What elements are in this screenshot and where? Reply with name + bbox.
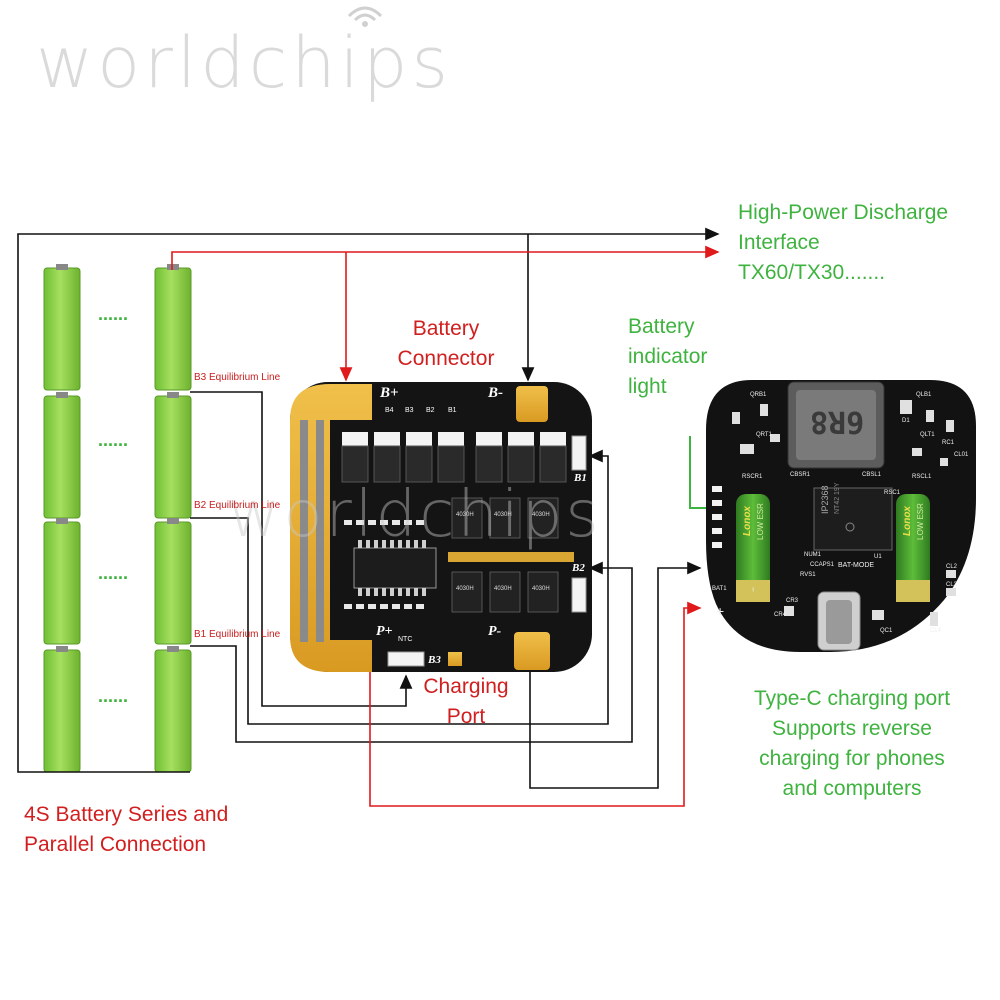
capacitor-spec: LOW ESR: [756, 503, 765, 540]
silk-rc1: RC1: [942, 440, 955, 446]
tap-b4-label: B4: [385, 407, 394, 414]
silk-qrb1: QRB1: [750, 392, 767, 398]
typec-line-1: Type-C charging port: [753, 687, 951, 710]
bms-board: [290, 382, 592, 672]
silk-qlb1: QLB1: [916, 392, 932, 398]
battery-indicator-label: Battery indicator light: [628, 312, 707, 402]
capacitor-brand: Lonox: [742, 506, 753, 536]
silk-cl01: CL01: [954, 452, 969, 458]
silk-cbsl1: CBSL1: [862, 472, 882, 478]
silk-num1: NUM1: [804, 552, 822, 558]
mosfet-marking: 4030H: [494, 586, 512, 592]
pad-b1-label: B1: [574, 472, 587, 484]
battery-cell: [154, 518, 192, 645]
silk-qrt1: QRT1: [756, 432, 772, 438]
typec-line-2: Supports reverse: [772, 717, 932, 740]
parallel-dots: ......: [98, 686, 129, 706]
pad-pplus-label: P+: [376, 624, 393, 639]
b2-equilibrium-label: B2 Equilibrium Line: [194, 500, 281, 511]
mosfet-marking: 4030H: [456, 512, 474, 518]
silk-cr3: CR3: [786, 598, 799, 604]
discharge-line-1: High-Power Discharge: [738, 201, 949, 224]
red-wires: [171, 245, 720, 807]
indicator-line-2: indicator: [628, 345, 708, 368]
battery-series-line-2: Parallel Connection: [24, 833, 207, 856]
indicator-line-3: light: [628, 375, 667, 398]
inductor-marking: 6R8: [810, 404, 865, 439]
b1-equilibrium-label: B1 Equilibrium Line: [194, 629, 281, 640]
silk-rscr1: RSCR1: [742, 474, 763, 480]
typec-port-label: Type-C charging port Supports reverse ch…: [734, 684, 970, 804]
silk-bat1: BAT1: [712, 586, 727, 592]
typec-line-3: charging for phones: [759, 747, 945, 770]
discharge-line-2: Interface: [738, 231, 820, 254]
battery-cell: [154, 646, 192, 773]
parallel-dots: ......: [98, 563, 129, 583]
tap-b2-label: B2: [426, 407, 435, 414]
charging-port-label: Charging Port: [414, 672, 518, 732]
b3-equilibrium-label: B3 Equilibrium Line: [194, 372, 281, 383]
silk-cbsr1: CBSR1: [790, 472, 811, 478]
silk-cl2: CL2: [946, 564, 958, 570]
silk-qlt1: QLT1: [920, 432, 935, 438]
silk-ccaps1: CCAPS1: [810, 562, 835, 568]
tap-b3-label: B3: [405, 407, 414, 414]
svg-text:−: −: [748, 587, 758, 592]
pad-bminus-label: B-: [488, 385, 503, 401]
silk-rvs1: RVS1: [800, 572, 816, 578]
silk-cr4: CR4: [774, 612, 787, 618]
battery-cell: [43, 518, 81, 645]
pad-bplus-label: B+: [380, 385, 399, 401]
discharge-interface-label: High-Power Discharge Interface TX60/TX30…: [738, 198, 948, 288]
battery-connector-line-1: Battery: [412, 317, 480, 340]
charging-port-line-1: Charging: [423, 675, 509, 698]
silk-d1: D1: [902, 418, 910, 424]
mosfet-marking: 4030H: [532, 586, 550, 592]
silk-rscl1: RSCL1: [912, 474, 932, 480]
watermark-center: worldchips: [228, 478, 602, 552]
indicator-line-1: Battery: [628, 315, 695, 338]
pad-b3-label: B3: [428, 654, 441, 666]
capacitor-brand: Lonox: [902, 506, 913, 536]
pad-pminus-label: P-: [488, 624, 502, 639]
watermark-top: worldchips: [36, 22, 452, 104]
battery-cell: [43, 392, 81, 519]
battery-cell: [43, 264, 81, 391]
chip-sub-marking: NT42 19Y: [834, 482, 841, 514]
parallel-dots: ......: [98, 304, 129, 324]
pad-ntc-label: NTC: [398, 636, 413, 643]
silk-cl3: CL3: [946, 582, 958, 588]
silk-u1: U1: [874, 554, 882, 560]
battery-connector-line-2: Connector: [397, 347, 495, 370]
battery-cell: [43, 646, 81, 773]
parallel-dots: ......: [98, 430, 129, 450]
battery-series-line-1: 4S Battery Series and: [24, 803, 229, 826]
battery-cell: [154, 392, 192, 519]
mosfet-marking: 4030H: [532, 512, 550, 518]
battery-cell: [154, 264, 192, 391]
battery-series-label: 4S Battery Series and Parallel Connectio…: [24, 800, 228, 860]
silk-cl4: CL4: [930, 628, 942, 634]
tap-b1-label: B1: [448, 407, 457, 414]
black-wires: [17, 227, 720, 789]
silk-qc1: QC1: [880, 628, 893, 634]
capacitor-spec: LOW ESR: [916, 503, 925, 540]
silk-rsc1: RSC1: [884, 490, 901, 496]
bat-mode-silk: BAT-MODE: [838, 562, 875, 569]
typec-line-4: and computers: [782, 777, 922, 800]
chip-marking: IP2368: [820, 485, 830, 514]
discharge-line-3: TX60/TX30.......: [738, 261, 886, 284]
charging-port-line-2: Port: [446, 705, 486, 728]
mosfet-marking: 4030H: [456, 586, 474, 592]
charger-board: − +: [706, 380, 976, 652]
battery-pack: [43, 264, 192, 773]
pad-b2-label: B2: [572, 562, 585, 574]
svg-text:+: +: [716, 603, 724, 619]
wifi-logo-icon: [345, 2, 385, 33]
battery-connector-label: Battery Connector: [388, 314, 504, 374]
mosfet-marking: 4030H: [494, 512, 512, 518]
